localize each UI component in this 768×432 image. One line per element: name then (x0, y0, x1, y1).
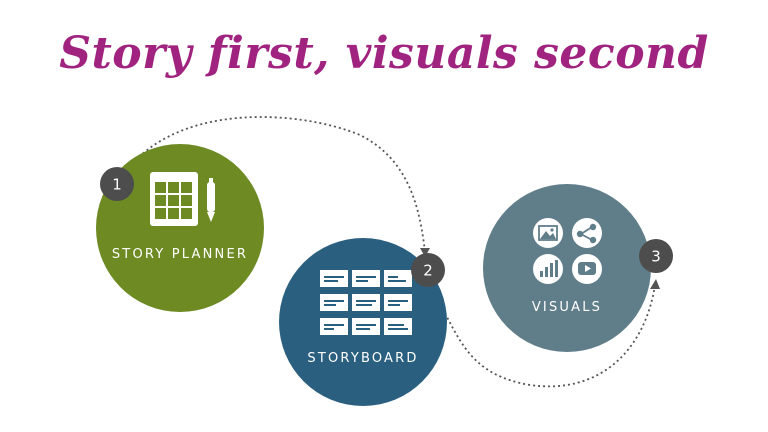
storyboard-label: STORYBOARD (307, 351, 418, 366)
badge-1-number: 1 (112, 176, 122, 194)
story-planner-label: STORY PLANNER (112, 247, 248, 262)
badge-3 (639, 239, 673, 273)
storyboard-panels-icon (320, 270, 412, 335)
bar-chart-icon (533, 254, 563, 284)
step-storyboard: STORYBOARD 2 (279, 238, 447, 406)
badge-3-number: 3 (651, 248, 661, 266)
badge-2-number: 2 (423, 262, 433, 280)
badge-1 (100, 167, 134, 201)
share-icon (572, 218, 602, 248)
story-planner-circle (96, 144, 264, 312)
grid-notebook-pen-icon (150, 172, 215, 226)
step-story-planner: STORY PLANNER 1 (96, 144, 264, 312)
slide-title: Story first, visuals second (59, 28, 709, 79)
visuals-circle (483, 184, 651, 352)
image-icon (533, 218, 563, 248)
arrowhead-1-2 (420, 248, 430, 257)
arrowhead-2-3 (650, 279, 660, 289)
video-play-icon (572, 254, 602, 284)
badge-2 (411, 253, 445, 287)
visuals-label: VISUALS (532, 300, 602, 315)
step-visuals: VISUALS 3 (483, 184, 673, 352)
connector-arc-2-3 (437, 284, 656, 388)
